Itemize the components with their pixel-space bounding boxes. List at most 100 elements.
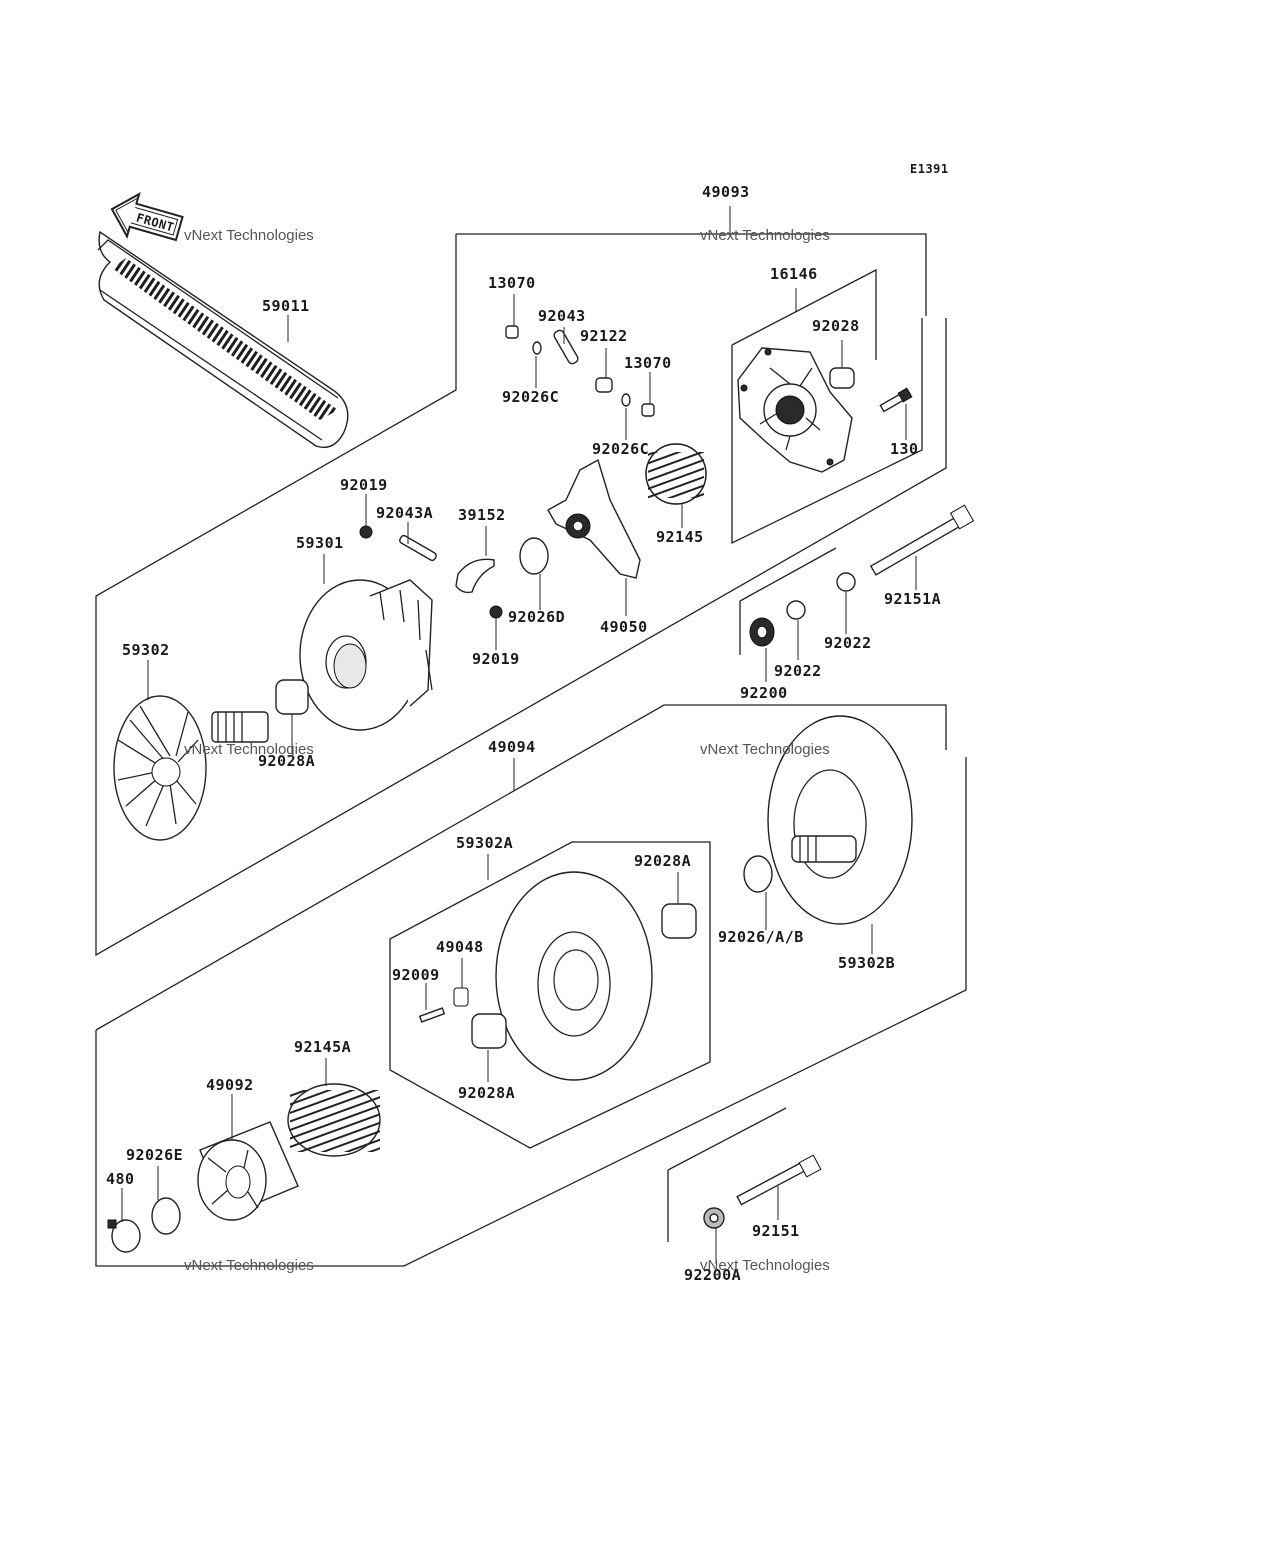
label-59011: 59011 <box>262 297 310 315</box>
bushing-92028A-drive <box>275 679 309 715</box>
part-92028-bushing <box>829 367 855 389</box>
label-92122: 92122 <box>580 327 628 345</box>
leader-lines <box>121 206 917 1264</box>
label-92200: 92200 <box>740 684 788 702</box>
label-49093: 49093 <box>702 183 750 201</box>
part-labels: 49093 16146 92028 130 13070 92043 92122 … <box>106 183 941 1284</box>
watermark-text: vNext Technologies <box>184 227 314 244</box>
diagram-code: E1391 <box>910 162 949 176</box>
nut-92019-a <box>359 525 373 539</box>
label-92151A: 92151A <box>884 590 941 608</box>
screw-92009 <box>418 1007 446 1023</box>
bushing-92028A-low <box>471 1013 507 1049</box>
label-92028: 92028 <box>812 317 860 335</box>
bolt-92151 <box>736 1154 822 1206</box>
label-92145: 92145 <box>656 528 704 546</box>
label-92026C-a: 92026C <box>502 388 559 406</box>
label-92200A: 92200A <box>684 1266 741 1284</box>
nut-92019-b <box>489 605 503 619</box>
part-130-bolt <box>879 387 913 413</box>
pin-92043A <box>399 534 437 562</box>
watermark-2: vNext Technologies <box>700 227 830 244</box>
label-49048: 49048 <box>436 938 484 956</box>
label-13070-b: 13070 <box>624 354 672 372</box>
label-16146: 16146 <box>770 265 818 283</box>
label-92009: 92009 <box>392 966 440 984</box>
label-49094: 49094 <box>488 738 536 756</box>
group-outline-59302A <box>389 841 711 1149</box>
label-92026C-b: 92026C <box>592 440 649 458</box>
part-13070-b <box>641 403 655 417</box>
watermark-1: vNext Technologies <box>184 227 314 244</box>
nut-92200 <box>749 617 775 647</box>
label-92028A-top: 92028A <box>258 752 315 770</box>
watermark-text: vNext Technologies <box>700 1257 830 1274</box>
label-92019-a: 92019 <box>340 476 388 494</box>
label-92151: 92151 <box>752 1222 800 1240</box>
drive-belt <box>97 230 349 449</box>
arm-49050 <box>547 458 641 579</box>
group-outline-92151 <box>667 1107 787 1242</box>
label-92026AB: 92026/A/B <box>718 928 804 946</box>
watermark-text: vNext Technologies <box>184 741 314 758</box>
part-92122-bushing <box>595 377 613 393</box>
circlip-480 <box>107 1219 141 1253</box>
label-92019-b: 92019 <box>472 650 520 668</box>
cam-49092 <box>197 1121 299 1221</box>
watermark-text: vNext Technologies <box>700 741 830 758</box>
label-59302: 59302 <box>122 641 170 659</box>
front-arrow-icon: FRONT <box>110 192 184 242</box>
label-59302A: 59302A <box>456 834 513 852</box>
label-39152: 39152 <box>458 506 506 524</box>
label-130: 130 <box>890 440 919 458</box>
label-59302B: 59302B <box>838 954 895 972</box>
bushing-92028A-top <box>661 903 697 939</box>
label-49050: 49050 <box>600 618 648 636</box>
sheave-59301 <box>299 579 433 731</box>
label-92145A: 92145A <box>294 1038 351 1056</box>
label-49092: 49092 <box>206 1076 254 1094</box>
spring-92145 <box>645 443 707 505</box>
washer-92026AB <box>743 855 773 893</box>
watermark-6: vNext Technologies <box>700 1257 830 1274</box>
sheave-59302B <box>767 715 913 925</box>
bolt-92151A <box>869 504 975 576</box>
label-92028A-c: 92028A <box>458 1084 515 1102</box>
group-outline-92200 <box>739 547 837 655</box>
label-92022-a: 92022 <box>824 634 872 652</box>
slider-49048 <box>453 987 469 1007</box>
group-outline-49093 <box>95 233 947 957</box>
watermark-5: vNext Technologies <box>184 1257 314 1274</box>
washer-92022-b <box>786 600 806 620</box>
label-92022-b: 92022 <box>774 662 822 680</box>
watermark-text: vNext Technologies <box>700 227 830 244</box>
washer-92022-a <box>836 572 856 592</box>
label-92043: 92043 <box>538 307 586 325</box>
nut-92200A <box>703 1207 725 1229</box>
part-92043-pin <box>553 329 579 365</box>
part-92026C-b <box>621 393 631 407</box>
group-outline-49094 <box>95 704 967 1267</box>
group-outline-16146 <box>731 268 923 545</box>
label-92026E: 92026E <box>126 1146 183 1164</box>
part-92026C-a <box>532 341 542 355</box>
label-480: 480 <box>106 1170 135 1188</box>
washer-92026E <box>151 1197 181 1235</box>
sheave-59302 <box>113 695 269 841</box>
label-59301: 59301 <box>296 534 344 552</box>
part-92026D-washer <box>519 537 549 575</box>
watermark-4: vNext Technologies <box>700 741 830 758</box>
spring-92145A <box>287 1083 381 1157</box>
sheave-59302A <box>495 871 653 1081</box>
label-92026D: 92026D <box>508 608 565 626</box>
watermarks: vNext Technologies vNext Technologies vN… <box>184 227 830 1274</box>
watermark-text: vNext Technologies <box>184 1257 314 1274</box>
label-92028A-b: 92028A <box>634 852 691 870</box>
label-13070-a: 13070 <box>488 274 536 292</box>
weight-39152 <box>455 558 495 594</box>
spider-16146 <box>737 347 853 473</box>
label-92043A: 92043A <box>376 504 433 522</box>
part-13070-a <box>505 325 519 339</box>
